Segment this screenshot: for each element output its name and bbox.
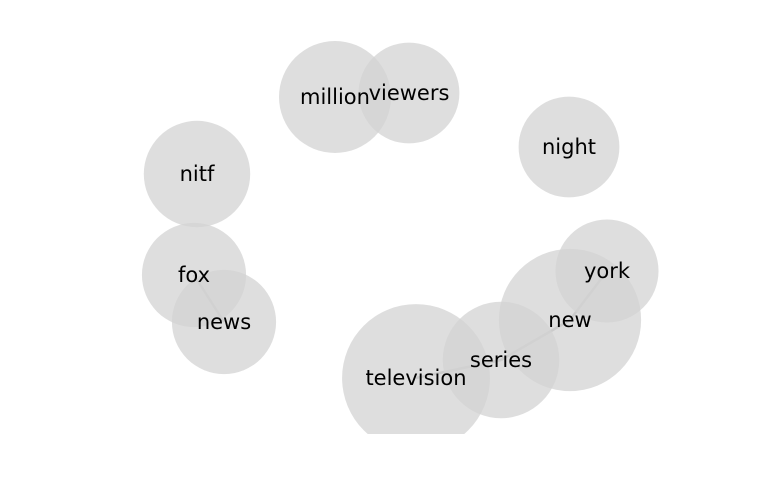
nodes-layer — [141, 41, 659, 434]
node-label-series: series — [470, 348, 532, 372]
node-label-nitf: nitf — [180, 162, 215, 186]
node-circle-nitf — [143, 120, 251, 228]
node-circle-night — [518, 96, 620, 198]
node-circle-viewers — [358, 42, 460, 144]
node-label-fox: fox — [178, 263, 210, 287]
node-label-million: million — [300, 85, 370, 109]
node-label-news: news — [197, 310, 251, 334]
node-label-york: york — [584, 259, 631, 283]
node-circle-news — [171, 269, 277, 375]
node-label-television: television — [365, 366, 466, 390]
node-circle-million — [279, 41, 391, 153]
node-circle-television — [342, 304, 490, 434]
node-label-night: night — [542, 135, 596, 159]
node-label-viewers: viewers — [369, 81, 450, 105]
node-label-new: new — [548, 308, 591, 332]
